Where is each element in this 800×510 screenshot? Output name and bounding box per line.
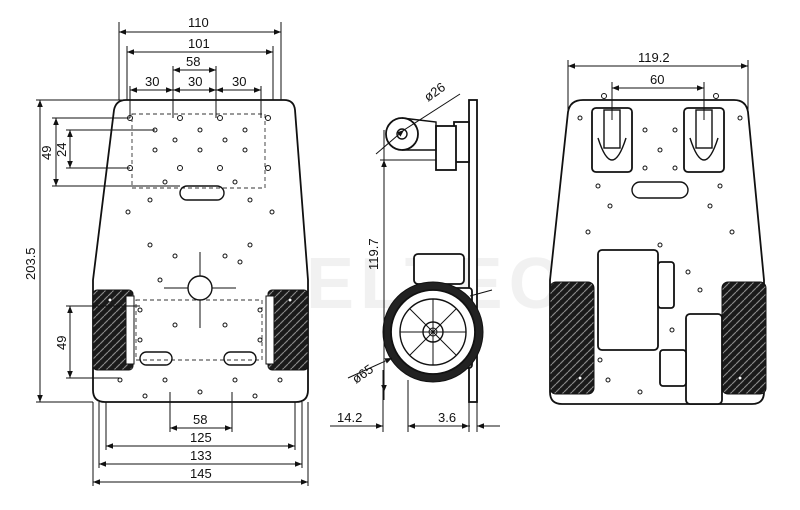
dim-14-2: 14.2 — [337, 410, 362, 425]
dim-119-7: 119.7 — [366, 238, 381, 270]
dim-30-b: 30 — [188, 74, 202, 89]
dim-49-bottom: 49 — [54, 336, 69, 350]
dim-diameter-65: ø65 — [349, 361, 376, 386]
bottom-view: 119.2 60 — [549, 50, 767, 405]
dim-101: 101 — [188, 36, 210, 51]
dim-60: 60 — [650, 72, 664, 87]
dim-119-2: 119.2 — [638, 50, 670, 65]
top-view-plate-outline — [92, 99, 309, 403]
dim-49-top: 49 — [39, 146, 54, 160]
dim-133: 133 — [190, 448, 212, 463]
dim-203-5: 203.5 — [23, 247, 38, 280]
side-view: 119.7 ø26 ø65 14.2 3.6 — [330, 79, 500, 432]
right-wheel-bottom-view — [721, 281, 767, 395]
dim-125: 125 — [190, 430, 212, 445]
dim-3-6: 3.6 — [438, 410, 456, 425]
dim-110: 110 — [188, 15, 209, 30]
dim-58-top: 58 — [186, 54, 200, 69]
dim-30-c: 30 — [232, 74, 246, 89]
dim-24: 24 — [54, 143, 69, 157]
bottom-view-holes — [577, 93, 743, 395]
dim-30-a: 30 — [145, 74, 159, 89]
dim-145: 145 — [190, 466, 212, 481]
dim-58-bottom: 58 — [193, 412, 207, 427]
top-view: 110 101 58 30 30 30 203.5 49 24 49 — [23, 15, 309, 486]
caster-wheel — [385, 117, 419, 151]
left-wheel-bottom-view — [549, 281, 595, 395]
dim-diameter-26: ø26 — [421, 79, 448, 104]
